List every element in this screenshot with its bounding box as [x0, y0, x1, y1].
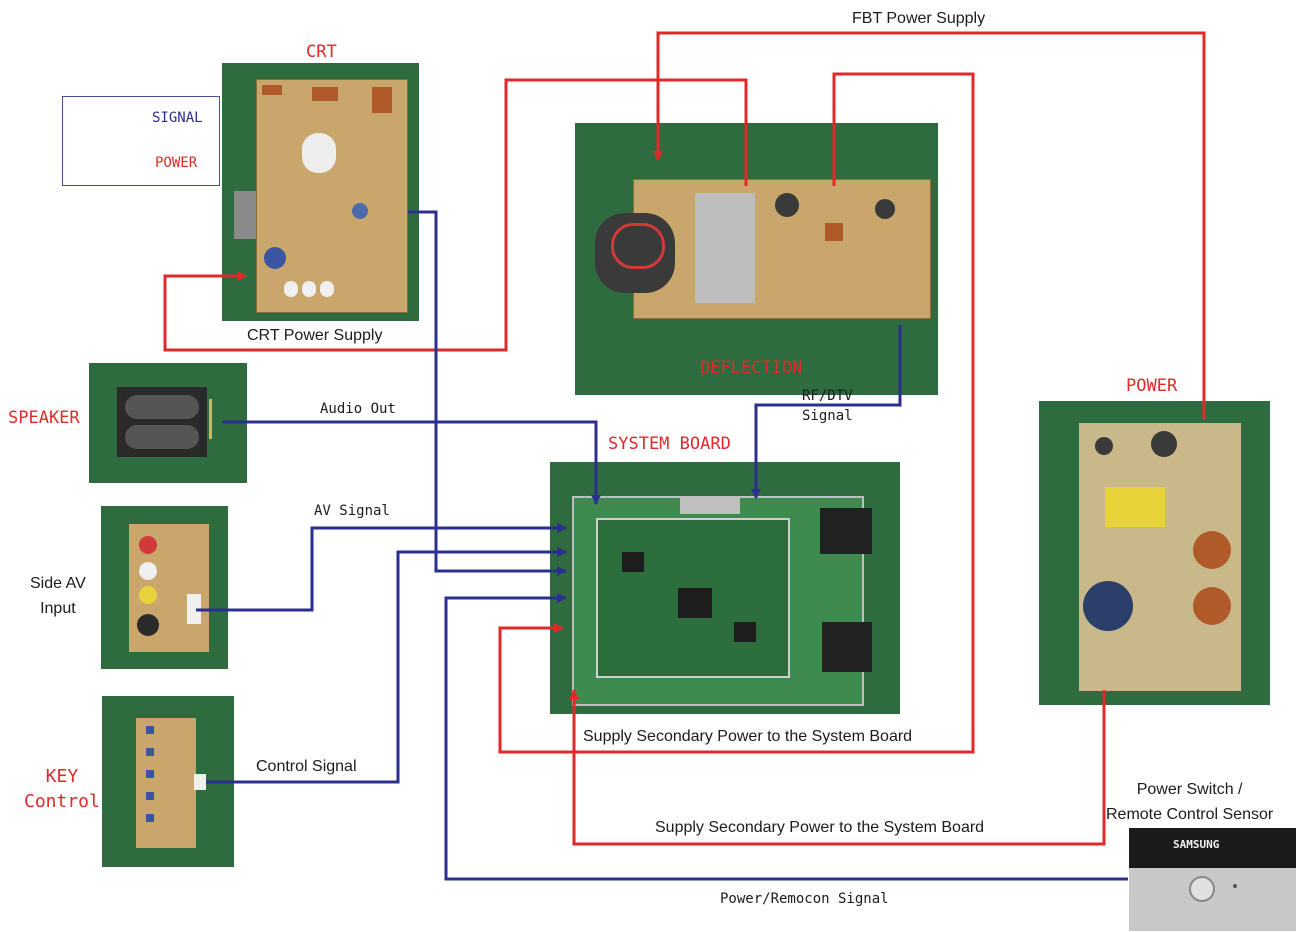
power-switch-label: Power Switch / Remote Control Sensor	[1106, 777, 1273, 827]
side-av-label: Side AV Input	[30, 571, 86, 621]
deflection-label: DEFLECTION	[700, 358, 802, 378]
crt-signal-line	[408, 212, 566, 571]
supply-line-1	[500, 74, 973, 752]
system-board-label: SYSTEM BOARD	[608, 434, 731, 454]
power-label: POWER	[1126, 376, 1177, 396]
rf-dtv-label: RF/DTV Signal	[802, 386, 853, 426]
legend-signal: SIGNAL	[152, 110, 203, 126]
crt-label: CRT	[306, 42, 337, 62]
audio-out-line	[222, 422, 596, 504]
audio-out-label: Audio Out	[320, 401, 396, 417]
legend-power: POWER	[155, 155, 197, 171]
speaker-label: SPEAKER	[8, 408, 80, 428]
av-signal-label: AV Signal	[314, 503, 390, 519]
supply-label-2: Supply Secondary Power to the System Boa…	[655, 819, 984, 837]
control-signal-label: Control Signal	[256, 758, 357, 776]
fbt-power-label: FBT Power Supply	[852, 10, 985, 28]
key-control-label: KEY Control	[24, 764, 100, 814]
control-signal-line	[206, 552, 566, 782]
crt-power-label: CRT Power Supply	[247, 327, 382, 345]
supply-label-1: Supply Secondary Power to the System Boa…	[583, 728, 912, 746]
remocon-label: Power/Remocon Signal	[720, 891, 889, 907]
